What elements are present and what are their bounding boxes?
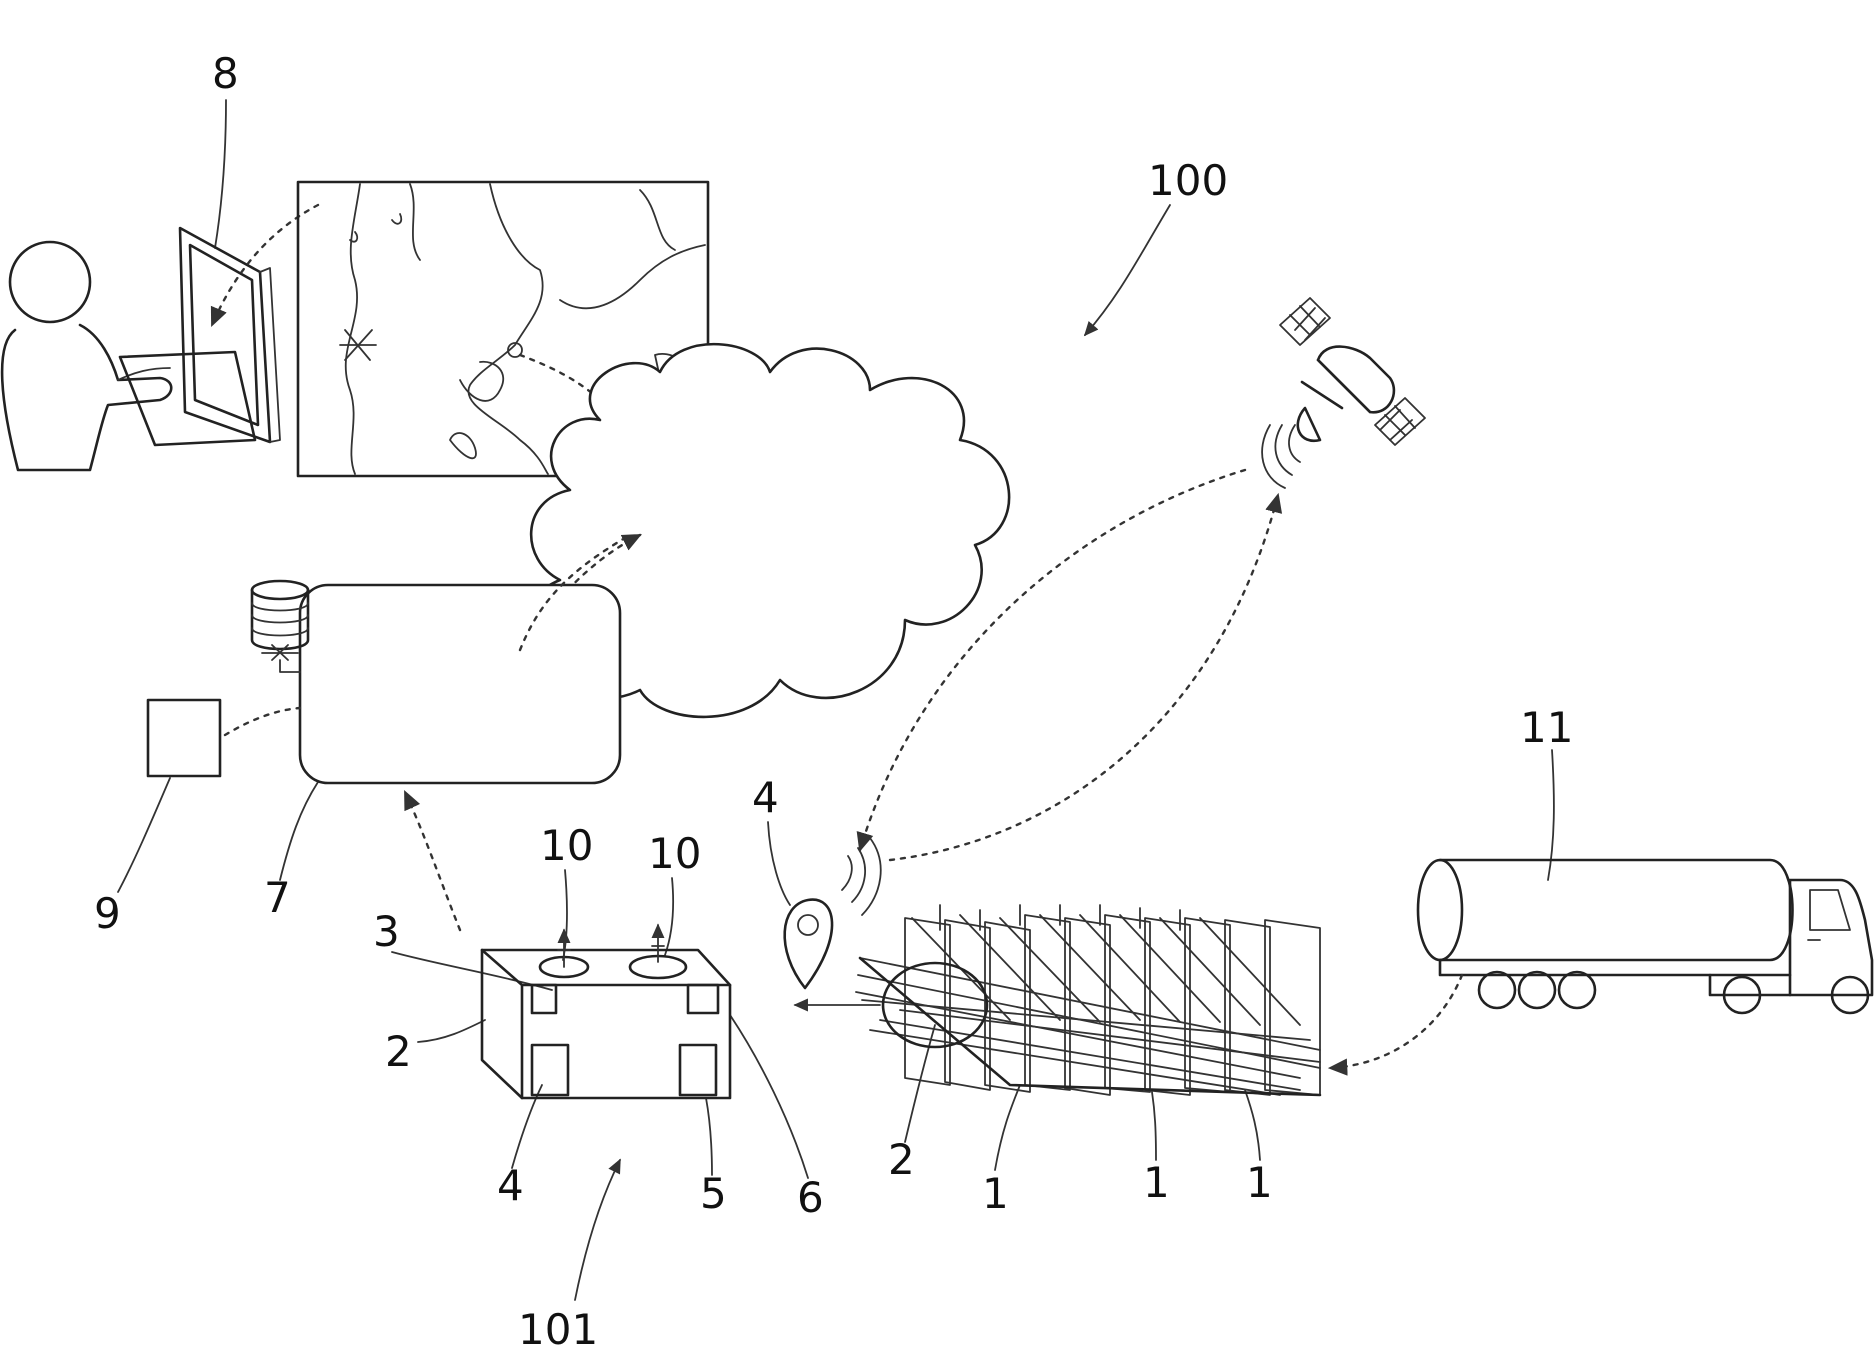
leader-5 [706,1098,712,1175]
leader-1-a [995,1085,1020,1170]
label-8: 8 [212,49,239,98]
field-unit-box [482,925,730,1098]
server [252,581,620,783]
label-7: 7 [264,873,291,922]
hive-stack [856,905,1320,1095]
unit-server-link [405,792,460,930]
leader-7 [280,782,318,880]
satellite [1262,298,1425,488]
label-100: 100 [1148,156,1228,205]
leader-8 [215,100,226,248]
label-1-b: 1 [1143,1158,1170,1207]
position-marker [785,838,881,988]
tanker-hive-arrow [1330,975,1462,1068]
leader-6 [730,1015,808,1178]
tanker-truck [1418,860,1872,1013]
label-5: 5 [700,1169,727,1218]
label-11: 11 [1520,703,1573,752]
leader-4-position [768,822,790,905]
user-at-terminal [2,242,255,470]
label-1-c: 1 [1246,1158,1273,1207]
label-3: 3 [373,907,400,956]
leader-9 [118,778,170,892]
leader-1-b [1152,1092,1156,1160]
label-2-hive: 2 [888,1135,915,1184]
label-2-unit: 2 [385,1027,412,1076]
leader-100 [1085,205,1170,335]
label-101: 101 [518,1305,598,1352]
leader-2-unit [418,1020,485,1042]
label-9: 9 [94,889,121,938]
device-server-link [225,708,300,735]
label-10-right: 10 [648,829,701,878]
label-4-unit: 4 [497,1161,524,1210]
leader-1-c [1245,1090,1260,1160]
label-1-a: 1 [982,1169,1009,1218]
leader-101 [575,1160,620,1300]
label-10-left: 10 [540,821,593,870]
external-device [148,700,220,776]
label-4-position: 4 [752,773,779,822]
leader-10-right [665,878,673,955]
label-6: 6 [797,1173,824,1222]
